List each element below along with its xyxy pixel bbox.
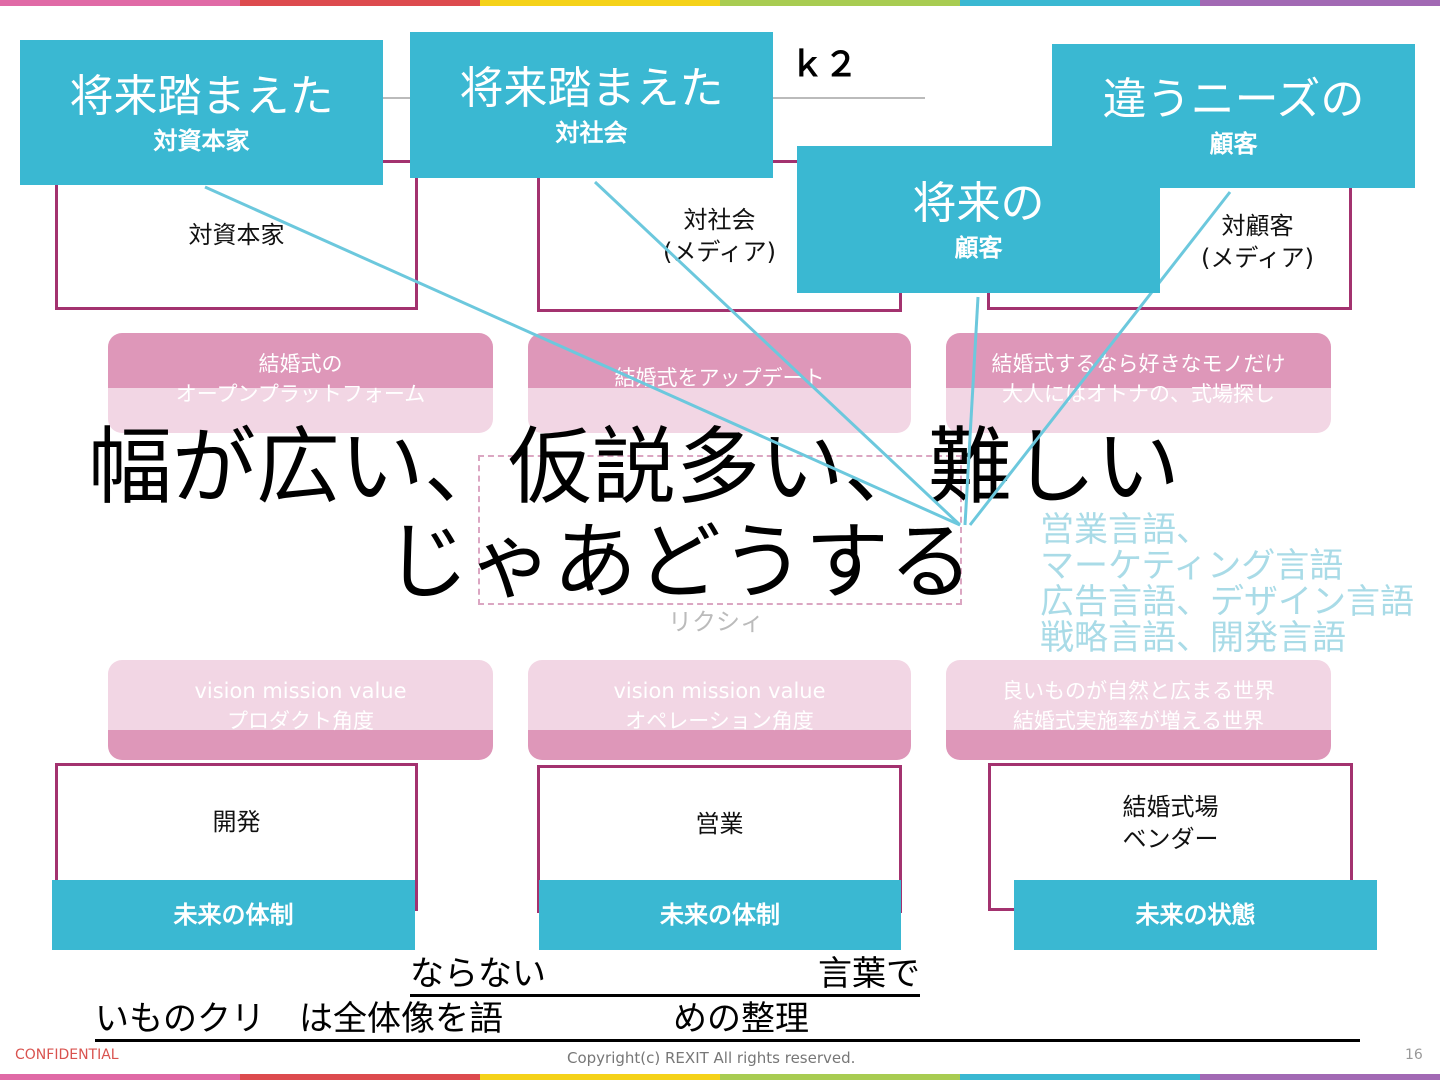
slide-title: ｋ２: [790, 45, 858, 85]
bottom-text-line-1: ならない 言葉で: [410, 954, 920, 997]
stakeholder-box: 対資本家: [55, 160, 418, 310]
callout-box: 未来の状態: [1014, 880, 1377, 950]
arrow-line: [963, 296, 980, 526]
value-box: vision mission value プロダクト角度: [108, 660, 493, 760]
bottom-text-line-2: いものクリ は全体像を語 めの整理: [95, 999, 1360, 1042]
callout-box: 未来の体制: [539, 880, 901, 950]
language-line: 戦略言語、開発言語: [1040, 618, 1346, 658]
language-line: マーケティング言語: [1040, 546, 1344, 586]
value-box: 良いものが自然と広まる世界 結婚式実施率が増える世界: [946, 660, 1331, 760]
stakeholder-box: 対顧客 (メディア): [1200, 212, 1315, 273]
confidential-label: CONFIDENTIAL: [15, 1047, 119, 1063]
center-label: リクシィ: [668, 608, 764, 636]
value-box: vision mission value オペレーション角度: [528, 660, 911, 760]
callout-box: 将来踏まえた対社会: [410, 32, 773, 178]
arrow-line: [204, 185, 961, 527]
arrow-line: [593, 180, 962, 527]
callout-box: 未来の体制: [52, 880, 415, 950]
headline-line-2: じゃあどうする: [385, 513, 974, 611]
concept-box: 結婚式の オープンプラットフォーム: [108, 333, 493, 433]
copyright: Copyright(c) REXIT All rights reserved.: [567, 1049, 856, 1067]
page-number: 16: [1405, 1047, 1423, 1063]
headline-line-1: 幅が広い、仮説多い、難しい: [88, 418, 1181, 516]
concept-box: 結婚式するなら好きなモノだけ 大人にはオトナの、式場探し: [946, 333, 1331, 433]
callout-box: 将来の顧客: [797, 146, 1160, 293]
language-line: 広告言語、デザイン言語: [1040, 582, 1414, 622]
callout-box: 将来踏まえた対資本家: [20, 40, 383, 185]
center-dashed-box: [478, 455, 962, 605]
language-line: 営業言語、: [1040, 510, 1210, 550]
arrow-line: [968, 191, 1232, 526]
